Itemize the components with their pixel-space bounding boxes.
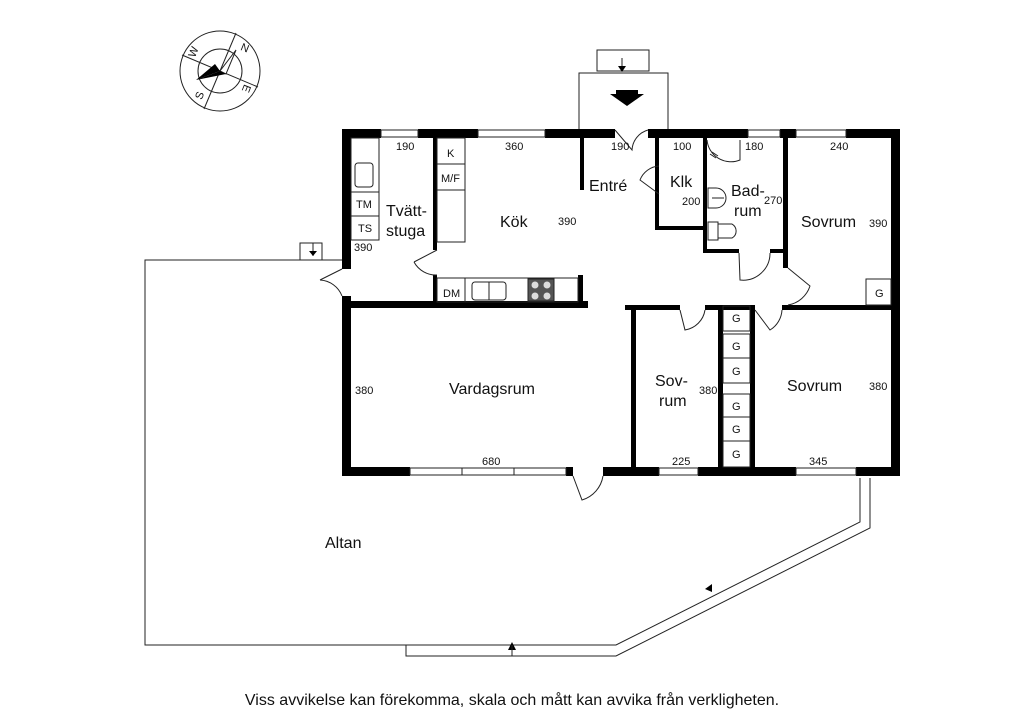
- dm-label: DM: [443, 288, 460, 300]
- dimension-label: 190: [611, 141, 629, 153]
- windows: [380, 129, 857, 476]
- room-label-sovrum: Sovrum: [801, 214, 856, 231]
- g-label: G: [732, 424, 741, 436]
- dimension-label: 360: [505, 141, 523, 153]
- disclaimer-text: Viss avvikelse kan förekomma, skala och …: [244, 692, 780, 709]
- room-label-kok: Kök: [500, 214, 529, 231]
- wardrobes: [722, 278, 892, 468]
- g-label: G: [732, 341, 741, 353]
- kitchen-counter: [436, 137, 579, 303]
- compass-n-label: N: [239, 41, 251, 55]
- room-label-badrum: rum: [734, 203, 762, 220]
- dimension-label: 100: [673, 141, 691, 153]
- dimension-label: 180: [745, 141, 763, 153]
- tm-label: TM: [356, 199, 372, 211]
- g-label: G: [875, 288, 884, 300]
- compass-icon: N E S W: [179, 30, 261, 112]
- room-label-sovrum: Sovrum: [787, 378, 842, 395]
- room-label-tvattstuga: stuga: [386, 223, 425, 240]
- dimension-label: 190: [396, 141, 414, 153]
- doors: [319, 129, 811, 501]
- dimension-label: 270: [764, 195, 782, 207]
- room-label-tvattstuga: Tvätt-: [386, 203, 427, 220]
- dimension-label: 390: [354, 242, 372, 254]
- k-label: K: [447, 148, 455, 160]
- entrance-stoop: [578, 49, 669, 130]
- dimension-label: 345: [809, 456, 827, 468]
- g-label: G: [732, 366, 741, 378]
- exterior-walls: [342, 129, 900, 476]
- g-label: G: [732, 401, 741, 413]
- laundry-counter: [350, 137, 380, 241]
- mf-label: M/F: [441, 173, 460, 185]
- dimension-label: 380: [699, 385, 717, 397]
- entrance-arrow-icon: [610, 90, 644, 106]
- altan-outline: [144, 242, 871, 657]
- compass-s-label: S: [193, 90, 207, 101]
- bathroom-fixtures: [707, 151, 737, 241]
- shower-icon: [709, 151, 719, 159]
- dimension-label: 200: [682, 196, 700, 208]
- g-label: G: [732, 313, 741, 325]
- dimension-label: 390: [558, 216, 576, 228]
- dimension-label: 240: [830, 141, 848, 153]
- compass-w-label: W: [186, 45, 201, 60]
- dimension-label: 680: [482, 456, 500, 468]
- compass-e-label: E: [239, 83, 253, 94]
- room-label-altan: Altan: [325, 535, 361, 552]
- dimension-label: 380: [869, 381, 887, 393]
- room-label-badrum: Bad-: [731, 183, 765, 200]
- room-label-klk: Klk: [670, 174, 693, 191]
- ts-label: TS: [358, 223, 372, 235]
- room-label-entre: Entré: [589, 178, 627, 195]
- dimension-label: 380: [355, 385, 373, 397]
- room-label-sovrum: rum: [659, 393, 687, 410]
- g-label: G: [732, 449, 741, 461]
- room-label-sovrum: Sov-: [655, 373, 688, 390]
- dimension-label: 390: [869, 218, 887, 230]
- interior-walls: [348, 138, 897, 470]
- room-label-vardagsrum: Vardagsrum: [449, 381, 535, 398]
- dimension-label: 225: [672, 456, 690, 468]
